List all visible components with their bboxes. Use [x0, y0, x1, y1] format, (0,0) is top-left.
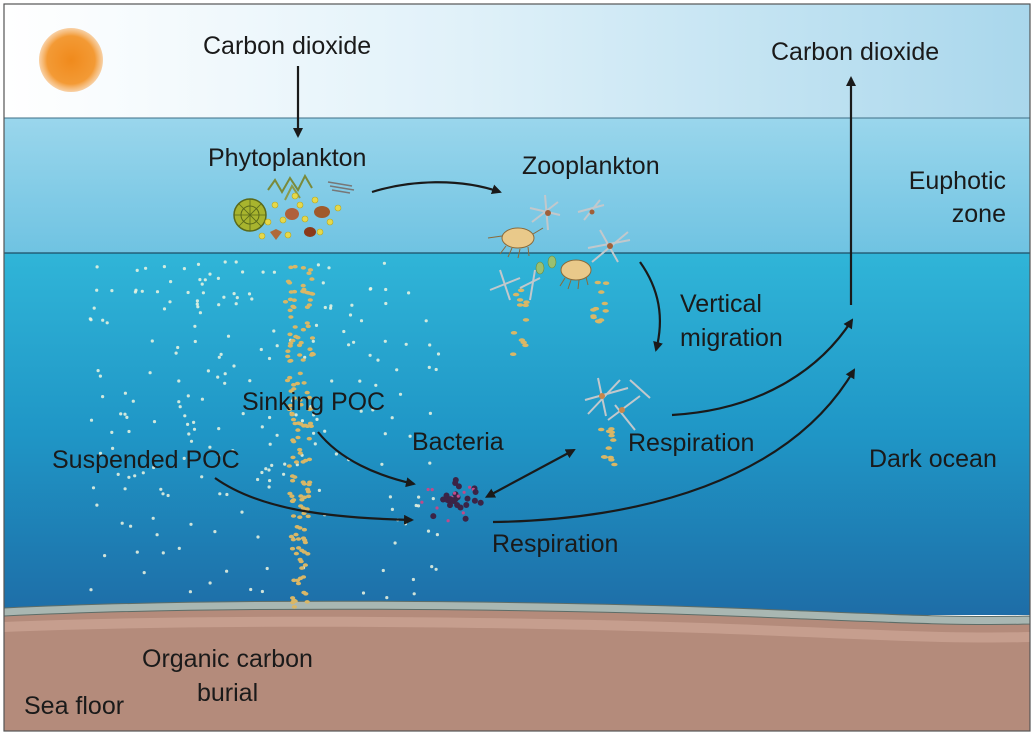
respiration-zooplankton-label: Respiration: [628, 429, 754, 457]
sea-floor-label: Sea floor: [24, 692, 124, 720]
arrow-bacteria-zoo-exchange: [484, 449, 576, 498]
sun-icon: [39, 28, 103, 92]
dark-ocean-zone: [4, 253, 1030, 615]
zooplankton-icon: [487, 194, 631, 301]
vertical-migration-label-line2: migration: [680, 324, 783, 352]
euphotic-label-line1: Euphotic: [909, 167, 1006, 195]
phytoplankton-label: Phytoplankton: [208, 144, 366, 172]
arrow-suspended-poc-to-bacteria: [214, 477, 414, 525]
bacteria-cluster-icon: [420, 477, 484, 523]
frame: [3, 3, 1031, 732]
sinking-poc-column: [282, 264, 316, 609]
co2-out-label: Carbon dioxide: [771, 38, 939, 66]
zooplankton-fecal-pellets: [510, 280, 618, 467]
arrow-sinking-poc-to-bacteria: [317, 431, 416, 488]
sky-zone: [4, 4, 1030, 118]
sinking-poc-label: Sinking POC: [242, 388, 385, 416]
dark-ocean-label: Dark ocean: [869, 445, 997, 473]
organic-carbon-burial-label-line2: burial: [197, 679, 258, 707]
respiration-bacteria-label: Respiration: [492, 530, 618, 558]
sediment-band: [4, 616, 1030, 643]
sediment-layer: [4, 605, 1030, 731]
vertical-migration-label-line1: Vertical: [680, 290, 762, 318]
arrow-vertical-migration: [639, 261, 663, 352]
bacteria-label: Bacteria: [412, 428, 504, 456]
phytoplankton-icon: [233, 173, 355, 240]
arrow-zoo-respiration: [671, 318, 854, 417]
migrating-zooplankton-icon: [584, 377, 651, 431]
organic-carbon-burial-label-line1: Organic carbon: [142, 645, 313, 673]
co2-in-label: Carbon dioxide: [203, 32, 371, 60]
arrow-phyto-to-zoo: [371, 181, 502, 195]
suspended-poc-label: Suspended POC: [52, 446, 240, 474]
zooplankton-label: Zooplankton: [522, 152, 660, 180]
euphotic-label-line2: zone: [952, 200, 1006, 228]
arrow-bacteria-respiration: [492, 368, 856, 524]
